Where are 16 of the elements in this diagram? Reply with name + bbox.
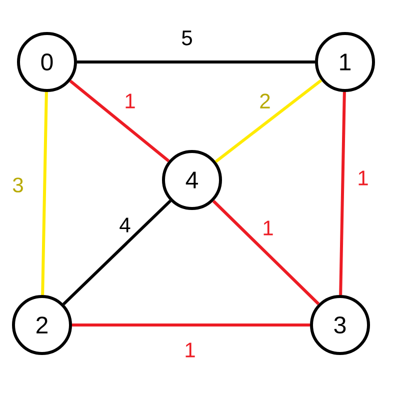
edge-line bbox=[77, 60, 315, 64]
edge-line bbox=[72, 324, 310, 326]
edge-label: 1 bbox=[261, 220, 275, 236]
edge-label: 5 bbox=[180, 30, 194, 46]
edge-label: 1 bbox=[123, 92, 137, 110]
edge-label: 3 bbox=[11, 176, 25, 194]
edge-label: 1 bbox=[356, 170, 370, 186]
edge-label: 1 bbox=[183, 342, 197, 358]
edge-line bbox=[339, 92, 346, 296]
edge-line bbox=[212, 200, 320, 306]
edge-line bbox=[62, 200, 172, 306]
edge-line bbox=[214, 79, 322, 163]
edge-line bbox=[69, 80, 170, 162]
edge-label: 4 bbox=[118, 216, 132, 234]
edge-line bbox=[41, 92, 48, 296]
edge-label: 2 bbox=[258, 92, 272, 110]
